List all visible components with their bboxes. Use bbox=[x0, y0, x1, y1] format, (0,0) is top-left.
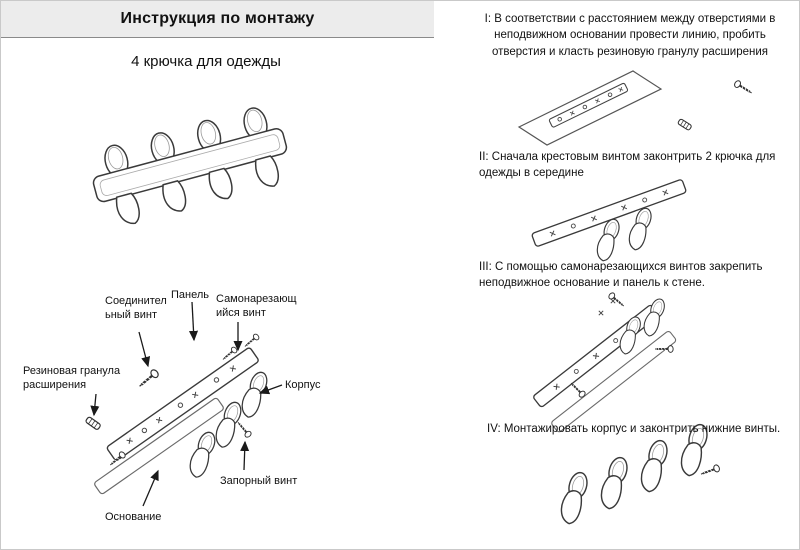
part-label-base: Основание bbox=[105, 511, 162, 523]
step2-text: II: Сначала крестовым винтом законтрить … bbox=[479, 151, 776, 180]
part-label-connecting-screw: Соединительный винт bbox=[105, 295, 167, 322]
assembled-hooks-illustration bbox=[92, 107, 288, 228]
header-bar: Инструкция по монтажу bbox=[1, 1, 434, 38]
part-label-expansion-plug: Резиновая гранула расширения bbox=[23, 365, 121, 392]
part-label-self-tapping-screw: Самонарезающийся винт bbox=[216, 293, 297, 320]
step1-text: I: В соответствии с расстоянием между от… bbox=[484, 13, 776, 58]
step4-illustration bbox=[556, 421, 722, 527]
step4-text: IV: Монтажировать корпус и законтрить ни… bbox=[487, 423, 781, 435]
step3-illustration bbox=[533, 290, 677, 433]
part-label-locking-screw: Запорный винт bbox=[220, 475, 298, 487]
page-title: Инструкция по монтажу bbox=[120, 10, 315, 27]
step1-illustration bbox=[517, 70, 755, 146]
step3-text: III: С помощью самонарезающихся винтов з… bbox=[479, 261, 763, 290]
page-subtitle: 4 крючка для одежды bbox=[131, 53, 281, 70]
part-label-body: Корпус bbox=[285, 379, 321, 391]
part-label-panel: Панель bbox=[171, 289, 210, 301]
step2-illustration bbox=[531, 179, 687, 264]
exploded-diagram bbox=[84, 332, 271, 495]
